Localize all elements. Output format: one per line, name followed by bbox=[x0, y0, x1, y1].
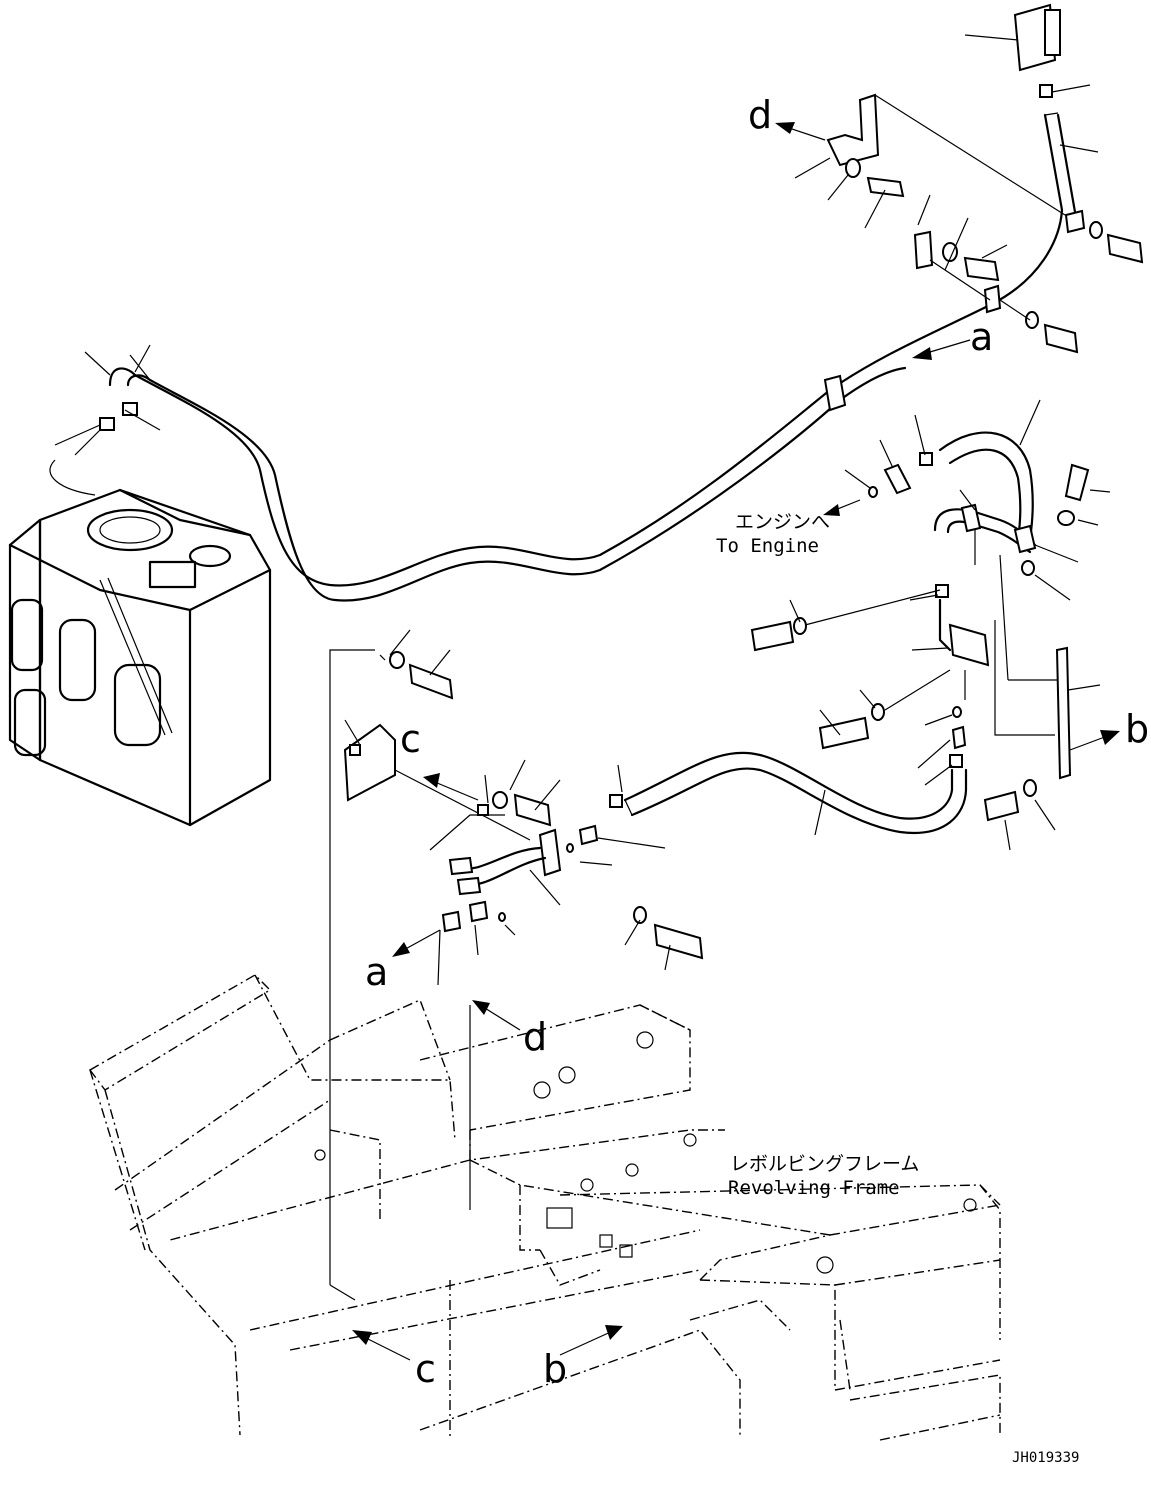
center-filter-assembly bbox=[329, 629, 704, 1285]
drawing-code: JH019339 bbox=[1012, 1450, 1079, 1466]
callout-c-bottom: c bbox=[415, 1347, 436, 1391]
revolving-frame bbox=[88, 974, 1001, 1441]
callout-d-mid: d bbox=[523, 1015, 547, 1059]
callout-d-top: d bbox=[748, 93, 772, 137]
engine-label-jp: エンジンへ bbox=[735, 511, 830, 533]
frame-label-jp: レボルビングフレーム bbox=[730, 1153, 919, 1175]
callout-b-right: b bbox=[1125, 707, 1149, 751]
frame-label-en: Revolving Frame bbox=[728, 1177, 900, 1199]
right-hose-assembly bbox=[750, 399, 1111, 851]
callout-a-bottom: a bbox=[365, 950, 388, 994]
top-right-fitting bbox=[964, 3, 1099, 153]
callout-b-bottom: b bbox=[543, 1347, 567, 1391]
fuel-tank bbox=[8, 351, 272, 827]
lower-fuel-hose bbox=[609, 751, 968, 836]
callout-arrows bbox=[352, 122, 1120, 1361]
top-brackets-bolts bbox=[794, 93, 1144, 354]
callout-c-mid: c bbox=[400, 717, 421, 761]
callout-a-top: a bbox=[970, 315, 993, 359]
engine-label-en: To Engine bbox=[716, 535, 819, 557]
fuel-hose-main bbox=[108, 112, 1086, 602]
